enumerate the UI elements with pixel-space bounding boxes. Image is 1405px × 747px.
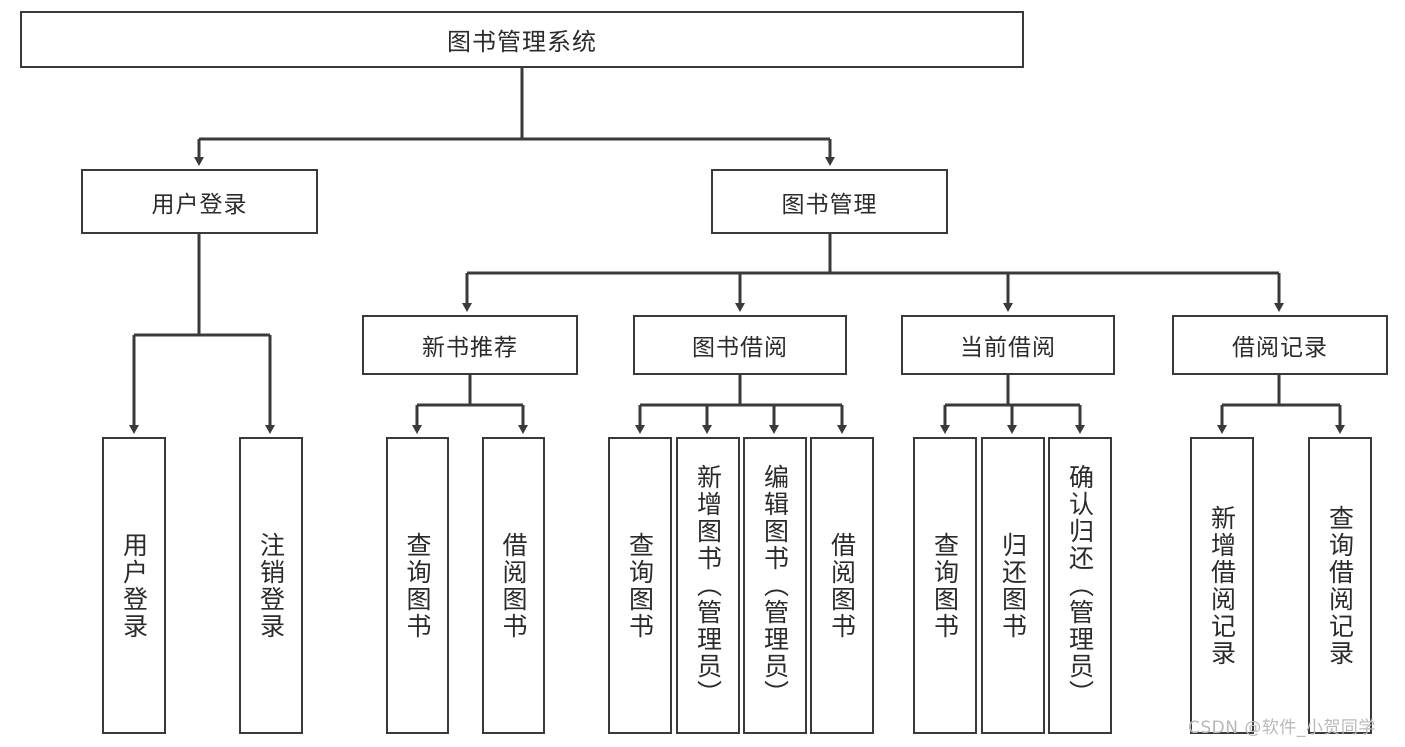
node-label: 注销登录 bbox=[256, 531, 286, 640]
node-label: 当前借阅 bbox=[960, 335, 1056, 361]
leaf-borrow-record-add-record[interactable]: 新增借阅记录 bbox=[1190, 437, 1254, 734]
leaf-book-borrow-edit-book-admin[interactable]: 编辑图书（管理员） bbox=[743, 437, 807, 734]
node-label: 图书借阅 bbox=[692, 335, 788, 361]
leaf-user-login-logout[interactable]: 注销登录 bbox=[239, 437, 303, 734]
node-label: 新书推荐 bbox=[422, 335, 518, 361]
node-book-borrow[interactable]: 图书借阅 bbox=[633, 315, 847, 375]
node-root-label: 图书管理系统 bbox=[447, 28, 597, 56]
node-label: 借阅记录 bbox=[1232, 335, 1328, 361]
node-user-login[interactable]: 用户登录 bbox=[81, 169, 318, 234]
leaf-current-borrow-query-book[interactable]: 查询图书 bbox=[913, 437, 977, 734]
node-label: 用户登录 bbox=[119, 531, 149, 640]
node-borrow-record[interactable]: 借阅记录 bbox=[1172, 315, 1388, 375]
leaf-new-book-query-book[interactable]: 查询图书 bbox=[386, 437, 449, 734]
leaf-current-borrow-confirm-return-admin[interactable]: 确认归还（管理员） bbox=[1048, 437, 1112, 734]
leaf-book-borrow-add-book-admin[interactable]: 新增图书（管理员） bbox=[676, 437, 740, 734]
leaf-current-borrow-return-book[interactable]: 归还图书 bbox=[981, 437, 1045, 734]
node-label: 借阅图书 bbox=[499, 531, 528, 640]
node-label: 新增图书（管理员） bbox=[693, 464, 723, 707]
node-book-management[interactable]: 图书管理 bbox=[711, 169, 948, 234]
node-label: 查询借阅记录 bbox=[1325, 504, 1355, 667]
node-label: 图书管理 bbox=[781, 191, 878, 218]
node-label: 查询图书 bbox=[625, 531, 655, 640]
leaf-borrow-record-query-record[interactable]: 查询借阅记录 bbox=[1308, 437, 1372, 734]
leaf-user-login-login[interactable]: 用户登录 bbox=[102, 437, 166, 734]
leaf-new-book-borrow-book[interactable]: 借阅图书 bbox=[482, 437, 545, 734]
node-label: 查询图书 bbox=[930, 531, 960, 640]
watermark-text: CSDN @软件_小贺同学 bbox=[1188, 718, 1376, 738]
node-current-borrow[interactable]: 当前借阅 bbox=[901, 315, 1115, 375]
node-label: 借阅图书 bbox=[827, 531, 857, 640]
leaf-book-borrow-borrow-book[interactable]: 借阅图书 bbox=[810, 437, 874, 734]
node-label: 编辑图书（管理员） bbox=[760, 464, 790, 707]
node-label: 归还图书 bbox=[998, 531, 1028, 640]
node-label: 新增借阅记录 bbox=[1207, 504, 1237, 667]
node-label: 用户登录 bbox=[151, 191, 248, 218]
leaf-book-borrow-query-book[interactable]: 查询图书 bbox=[608, 437, 672, 734]
node-label: 查询图书 bbox=[403, 531, 432, 640]
node-root-system[interactable]: 图书管理系统 bbox=[20, 11, 1024, 68]
node-label: 确认归还（管理员） bbox=[1065, 464, 1095, 707]
node-new-book-recommend[interactable]: 新书推荐 bbox=[362, 315, 578, 375]
